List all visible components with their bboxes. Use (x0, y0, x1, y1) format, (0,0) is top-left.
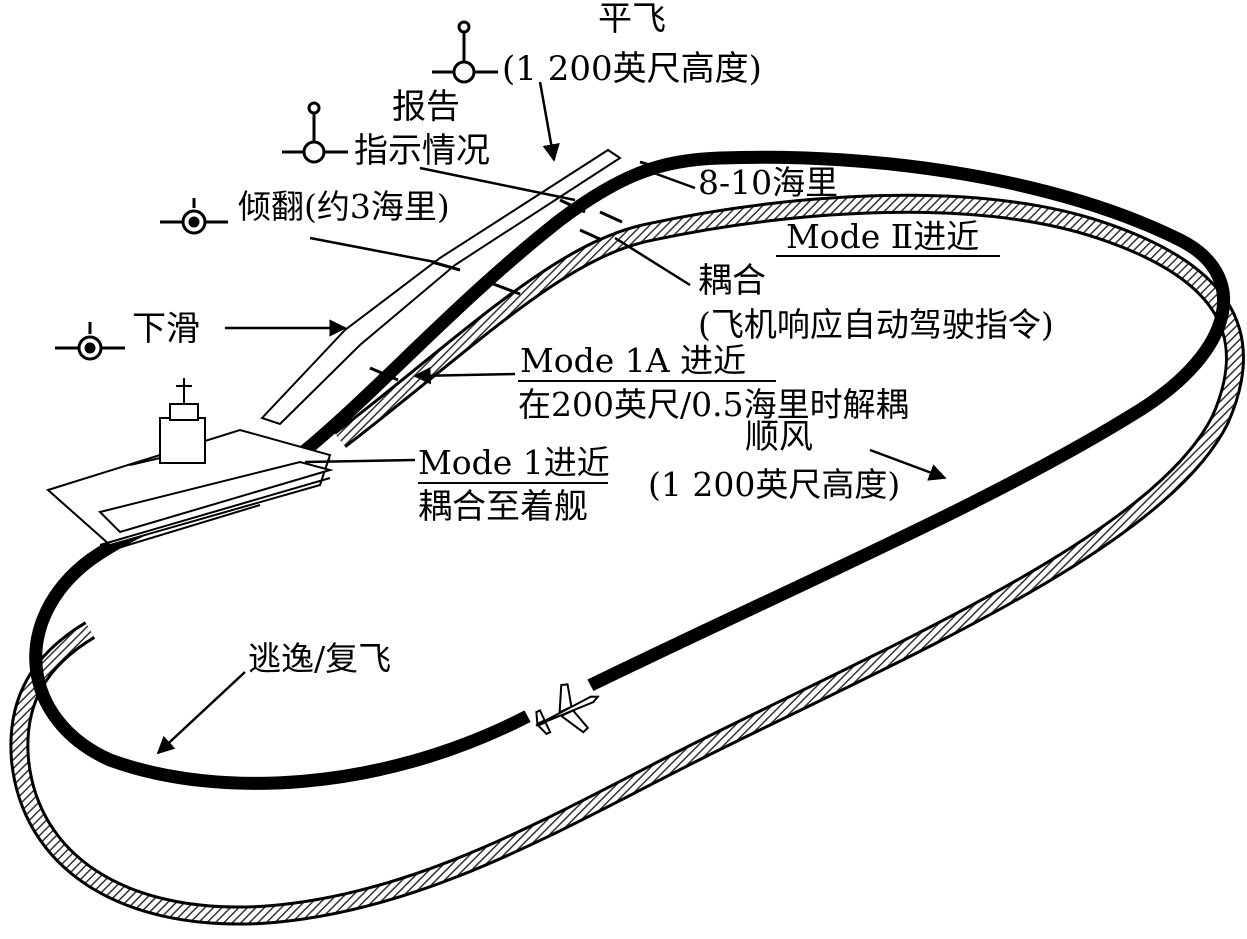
hatched-pattern-track-fill (12, 196, 1242, 923)
radar-symbol-icon-tipover (160, 198, 228, 235)
glide-path-strip (260, 148, 622, 426)
label-mode1a-desc: 在200英尺/0.5海里时解耦 (518, 385, 909, 424)
label-report-2: 指示情况 (354, 131, 490, 171)
radar-symbol-icon-glide (55, 322, 125, 361)
label-mode1-desc: 耦合至着舰 (418, 487, 588, 527)
jet-aircraft-icon-top (535, 683, 600, 736)
label-downwind: 顺风 (745, 417, 813, 457)
label-level-flight-alt: (1 200英尺高度) (502, 49, 762, 89)
label-downwind-alt: (1 200英尺高度) (648, 465, 900, 504)
label-waveoff: 逃逸/复飞 (248, 639, 391, 678)
leader-lines (156, 81, 947, 755)
label-mode2: Mode Ⅱ进近 (786, 217, 979, 256)
label-underlines (418, 255, 1000, 484)
label-level-flight: 平飞 (598, 0, 666, 39)
label-distance: 8-10海里 (698, 163, 838, 202)
label-mode1: Mode 1进近 (418, 443, 610, 482)
label-mode1a: Mode 1A 进近 (520, 341, 746, 380)
label-tipover: 倾翻(约3海里) (238, 187, 450, 226)
label-coupled: 耦合 (698, 261, 766, 301)
label-glide: 下滑 (132, 309, 200, 349)
radar-symbol-icon (432, 20, 498, 84)
label-report-1: 报告 (392, 87, 460, 127)
label-coupled-desc: (飞机响应自动驾驶指令) (698, 305, 1054, 344)
solid-pattern-track (29, 150, 1231, 790)
radar-symbol-icon-report (282, 101, 348, 164)
aircraft-carrier-icon (46, 378, 334, 553)
